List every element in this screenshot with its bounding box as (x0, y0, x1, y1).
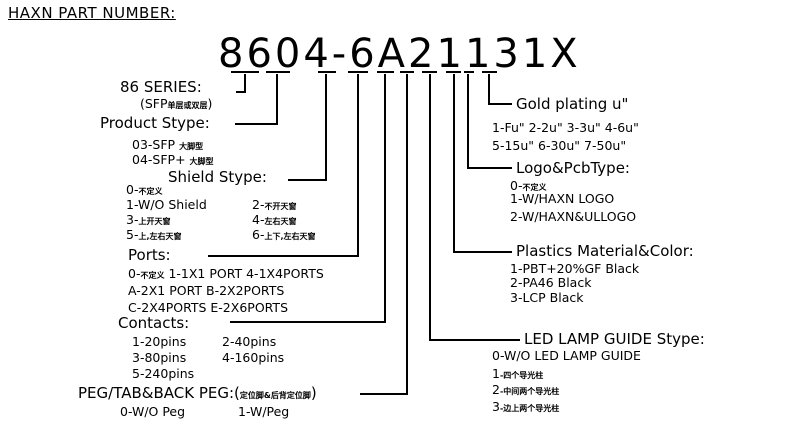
leader-logo (467, 74, 512, 169)
ports-line: A-2X1 PORT B-2X2PORTS (128, 283, 285, 298)
shield-item-cn: 上下,左右天窗 (264, 232, 316, 241)
series-sub-suffix: ) (207, 96, 213, 111)
leader-product (235, 74, 278, 125)
series-sub: (SFP单层或双层) (140, 96, 213, 111)
product-item-cn: 大脚型 (189, 157, 214, 166)
product-item-code: 03-SFP (132, 137, 176, 152)
contacts-item: 5-240pins (132, 366, 195, 381)
shield-item-cn: 上,左右天窗 (138, 232, 182, 241)
leader-ports (208, 74, 359, 257)
product-item-code: 04-SFP+ (132, 152, 186, 167)
plastics-heading: Plastics Material&Color: (516, 242, 694, 260)
shield-item-code: 0- (126, 182, 139, 197)
leader-shield (288, 74, 327, 181)
shield-item-cn: 上开天窗 (138, 217, 171, 226)
leader-series (236, 74, 246, 93)
shield-item: 1-W/O Shield (126, 197, 207, 212)
plastics-item: 3-LCP Black (510, 290, 584, 305)
plastics-item: 1-PBT+20%GF Black (510, 261, 640, 276)
led-item: 1-四个导光柱 (492, 366, 544, 381)
shield-item-cn: 左右天窗 (264, 217, 297, 226)
shield-item: 0-不定义 (126, 182, 163, 197)
shield-item-code: 4- (252, 212, 265, 227)
product-item: 04-SFP+ 大脚型 (132, 152, 214, 167)
led-item: 0-W/O LED LAMP GUIDE (492, 348, 641, 363)
series-heading: 86 SERIES: (120, 78, 202, 96)
ports-line: 0-不定义 1-1X1 PORT 4-1X4PORTS (128, 266, 324, 281)
led-item-code: 1 (492, 366, 500, 381)
leader-led (429, 74, 520, 341)
logo-heading: Logo&PcbType: (516, 159, 630, 177)
logo-item: 0-不定义 (510, 178, 547, 193)
peg-heading-prefix: PEG/TAB&BACK PEG:( (78, 384, 240, 402)
peg-heading: PEG/TAB&BACK PEG:(定位脚&后背定位脚) (78, 386, 317, 401)
led-item-code: 2 (492, 382, 500, 397)
part-number: 8604-6A21131X (218, 31, 581, 77)
product-item-cn: 大脚型 (179, 142, 204, 151)
shield-item-code: 6- (252, 227, 265, 242)
gold-line: 1-Fu" 2-2u" 3-3u" 4-6u" (492, 120, 639, 135)
contacts-item: 4-160pins (222, 350, 285, 365)
contacts-heading: Contacts: (118, 314, 190, 332)
led-item: 2-中间两个导光柱 (492, 382, 560, 397)
leader-gold (488, 74, 512, 105)
shield-item-cn: 不开天窗 (264, 202, 297, 211)
ports-line-cn: 不定义 (140, 271, 165, 280)
contacts-item: 3-80pins (132, 350, 187, 365)
page-title: HAXN PART NUMBER: (8, 4, 176, 22)
contacts-item: 1-20pins (132, 334, 187, 349)
leader-peg (360, 74, 408, 395)
led-item-code: 3 (492, 399, 500, 414)
logo-item-code: 0- (510, 178, 523, 193)
peg-heading-suffix: ) (310, 384, 317, 402)
shield-item-cn: 不定义 (138, 187, 163, 196)
gold-heading: Gold plating u" (516, 95, 629, 113)
leader-plastics (453, 74, 512, 253)
logo-item: 2-W/HAXN&ULLOGO (510, 209, 637, 224)
logo-item: 1-W/HAXN LOGO (510, 191, 615, 206)
ports-line-rest: 1-1X1 PORT 4-1X4PORTS (164, 266, 324, 281)
product-item: 03-SFP 大脚型 (132, 137, 204, 152)
led-heading: LED LAMP GUIDE Stype: (524, 330, 705, 348)
peg-item: 0-W/O Peg (120, 404, 186, 419)
series-sub-cn: 单层或双层 (167, 101, 208, 110)
shield-item: 2-不开天窗 (252, 197, 297, 212)
peg-heading-cn: 定位脚&后背定位脚 (239, 391, 311, 400)
plastics-item: 2-PA46 Black (510, 275, 592, 290)
led-item-cn: -边上两个导光柱 (499, 404, 560, 413)
peg-item: 1-W/Peg (238, 404, 290, 419)
led-item: 3-边上两个导光柱 (492, 399, 560, 414)
ports-line: C-2X4PORTS E-2X6PORTS (128, 300, 289, 315)
shield-item: 5-上,左右天窗 (126, 227, 182, 242)
led-item-cn: -中间两个导光柱 (499, 387, 560, 396)
series-sub-prefix: (SFP (140, 96, 168, 111)
shield-item: 6-上下,左右天窗 (252, 227, 316, 242)
shield-item: 4-左右天窗 (252, 212, 297, 227)
shield-item-code: 3- (126, 212, 139, 227)
ports-heading: Ports: (128, 246, 171, 264)
leader-contacts (230, 74, 386, 323)
shield-heading: Shield Stype: (168, 168, 267, 186)
shield-item: 3-上开天窗 (126, 212, 171, 227)
shield-item-code: 5- (126, 227, 139, 242)
led-item-cn: -四个导光柱 (499, 371, 544, 380)
logo-item-cn: 不定义 (522, 183, 547, 192)
contacts-item: 2-40pins (222, 334, 277, 349)
gold-line: 5-15u" 6-30u" 7-50u" (492, 138, 627, 153)
shield-item-code: 2- (252, 197, 265, 212)
ports-line-code: 0- (128, 266, 141, 281)
product-heading: Product Stype: (100, 114, 210, 132)
